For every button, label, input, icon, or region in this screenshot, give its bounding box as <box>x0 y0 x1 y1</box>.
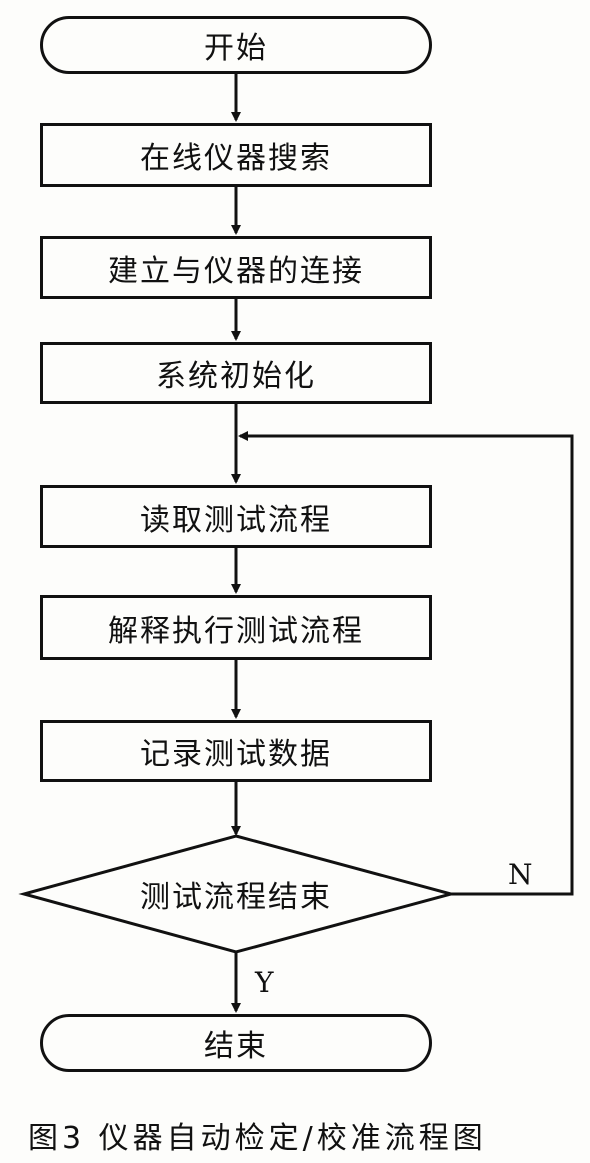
yes-branch-label: Y <box>255 966 274 999</box>
connect-instruments-node: 建立与仪器的连接 <box>40 236 432 299</box>
figure-caption: 图3 仪器自动检定/校准流程图 <box>28 1121 487 1156</box>
decision-diamond <box>18 834 457 954</box>
decision-node: 测试流程结束 <box>90 866 382 922</box>
search-instruments-label: 在线仪器搜索 <box>140 141 332 176</box>
search-instruments-node: 在线仪器搜索 <box>40 123 432 187</box>
read-procedure-node: 读取测试流程 <box>40 485 432 548</box>
execute-procedure-label: 解释执行测试流程 <box>108 613 364 649</box>
record-data-label: 记录测试数据 <box>140 737 332 772</box>
execute-procedure-node: 解释执行测试流程 <box>40 595 432 660</box>
read-procedure-label: 读取测试流程 <box>140 502 332 538</box>
start-node-label: 开始 <box>204 31 268 66</box>
system-init-label: 系统初始化 <box>156 359 316 394</box>
decision-label: 测试流程结束 <box>140 880 332 915</box>
connect-instruments-label: 建立与仪器的连接 <box>108 253 364 289</box>
end-node-label: 结束 <box>204 1029 268 1064</box>
no-branch-label: N <box>508 858 533 891</box>
end-node: 结束 <box>40 1014 432 1072</box>
edge-loop-back <box>238 431 574 896</box>
record-data-node: 记录测试数据 <box>40 720 432 782</box>
start-node: 开始 <box>40 16 432 74</box>
system-init-node: 系统初始化 <box>40 342 432 404</box>
